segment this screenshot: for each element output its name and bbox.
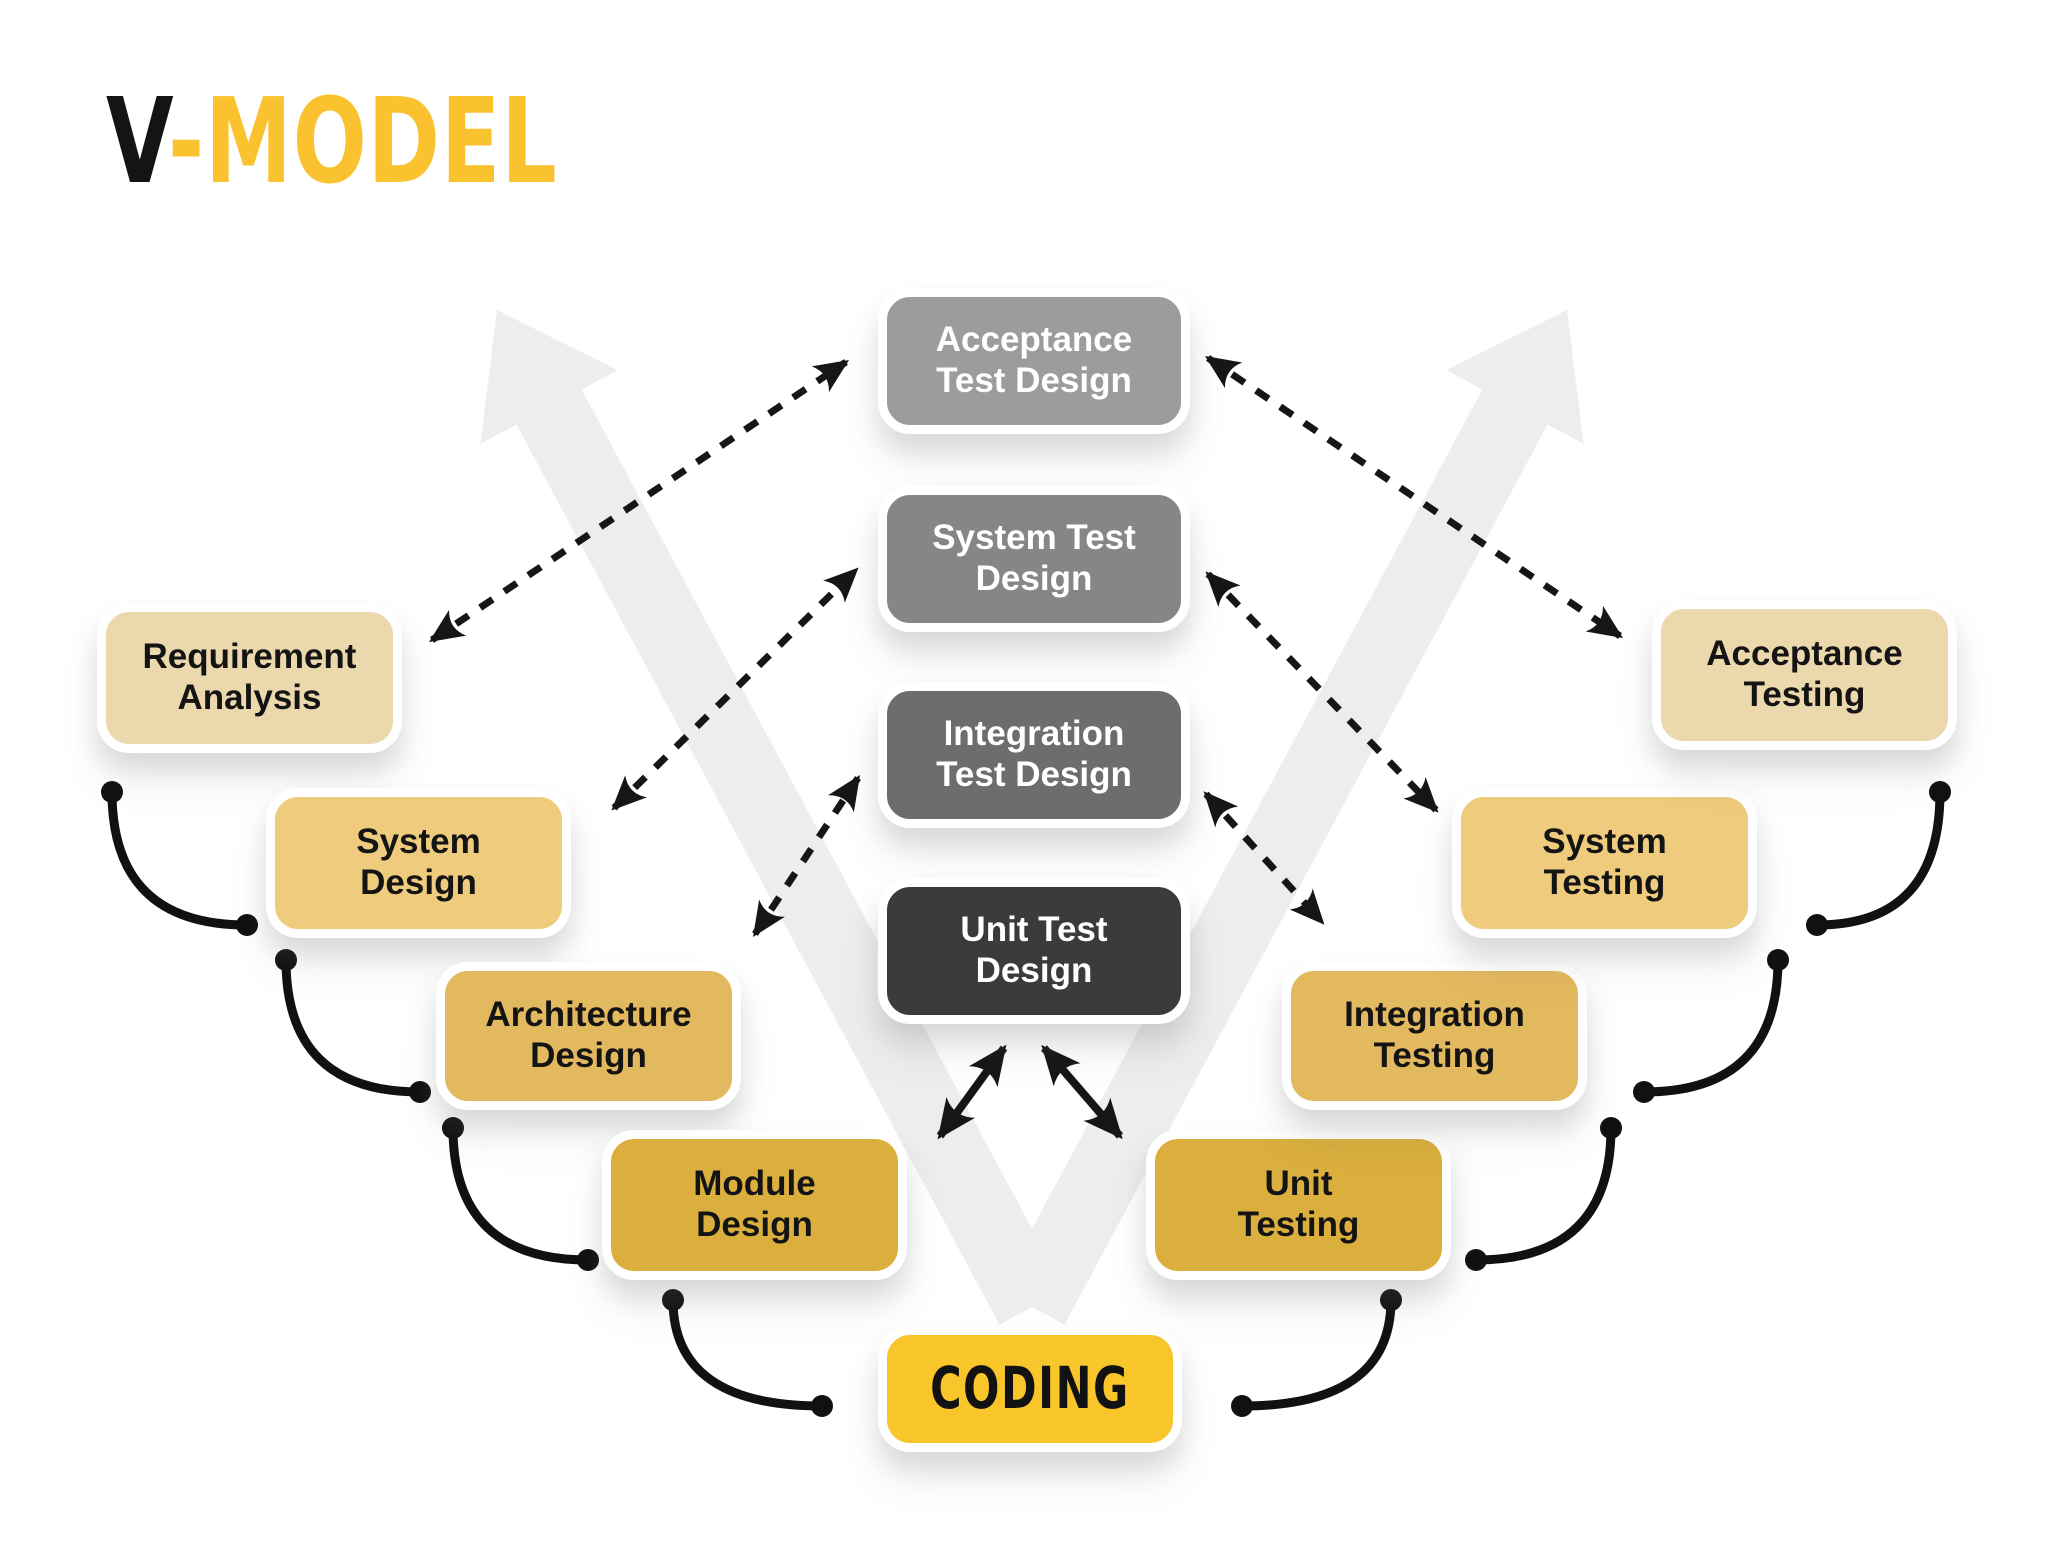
solid-arrows-group: [936, 1044, 1124, 1140]
node-label: Architecture Design: [485, 995, 692, 1075]
node-unit-test-design: Unit Test Design: [878, 878, 1190, 1024]
node-label: Integration Testing: [1344, 995, 1525, 1075]
node-integration-test-design: Integration Test Design: [878, 682, 1190, 828]
node-label: Module Design: [693, 1164, 816, 1244]
curve-requirement-to-system-design: [107, 791, 248, 930]
curve-module-design-to-coding: [668, 1299, 823, 1411]
node-integration-testing: Integration Testing: [1282, 962, 1587, 1110]
title-v: V: [106, 72, 168, 210]
node-system-test-design: System Test Design: [878, 486, 1190, 632]
node-acceptance-test-design: Acceptance Test Design: [878, 288, 1190, 434]
title-model: -MODEL: [167, 72, 558, 210]
node-architecture-design: Architecture Design: [436, 962, 741, 1110]
arrow-requirement-to-acceptance-test-design: [428, 359, 850, 643]
node-label: Acceptance Test Design: [935, 320, 1133, 400]
node-module-design: Module Design: [602, 1130, 907, 1280]
curve-integration-to-system-testing: [1643, 959, 1783, 1097]
node-unit-testing: Unit Testing: [1146, 1130, 1451, 1280]
curve-architecture-to-module-design: [448, 1127, 589, 1265]
arrow-system-test-design-to-system-testing: [1205, 571, 1439, 813]
curve-system-to-acceptance-testing: [1816, 791, 1945, 930]
node-label: Requirement Analysis: [142, 637, 357, 717]
arrow-acceptance-test-design-to-acceptance-testing: [1204, 355, 1624, 639]
curve-unit-to-integration-testing: [1475, 1127, 1616, 1265]
curve-system-to-architecture-design: [281, 959, 421, 1097]
node-label: System Design: [356, 822, 481, 902]
arrow-unit-test-design-to-module-design: [936, 1044, 1008, 1140]
connector-dots-group: [101, 781, 1951, 1417]
page-title: V-MODEL: [106, 72, 558, 210]
node-label: Unit Testing: [1237, 1164, 1360, 1244]
arrow-architecture-to-integration-test-design: [752, 774, 861, 938]
node-label: Unit Test Design: [960, 910, 1108, 990]
arrow-unit-test-design-to-unit-testing: [1040, 1044, 1124, 1140]
node-coding: CODING: [878, 1326, 1182, 1452]
node-requirement-analysis: Requirement Analysis: [97, 603, 402, 753]
dashed-arrows-group: [428, 355, 1624, 938]
node-system-design: System Design: [266, 788, 571, 938]
node-label: System Testing: [1542, 822, 1667, 902]
curve-coding-to-unit-testing: [1241, 1299, 1396, 1411]
node-label: Acceptance Testing: [1706, 634, 1903, 714]
node-label: System Test Design: [932, 518, 1136, 598]
node-acceptance-testing: Acceptance Testing: [1652, 600, 1957, 750]
node-label: Integration Test Design: [936, 714, 1132, 794]
node-label: CODING: [930, 1354, 1130, 1423]
node-system-testing: System Testing: [1452, 788, 1757, 938]
curved-connectors-group: [107, 791, 1945, 1411]
